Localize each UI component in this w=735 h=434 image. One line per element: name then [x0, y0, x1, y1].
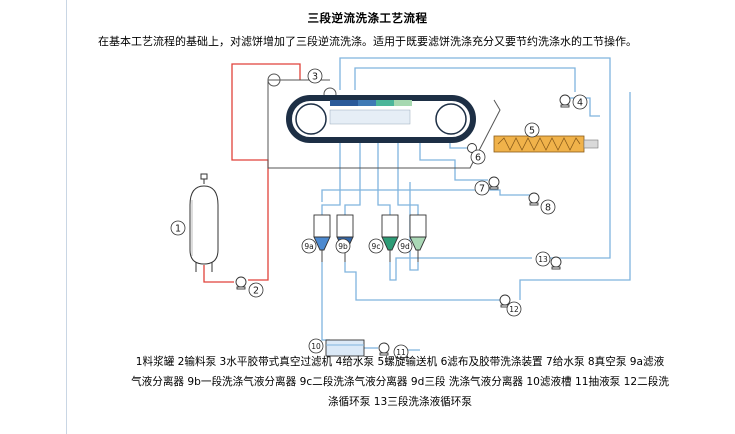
pipe-sep-a [321, 128, 341, 215]
pipe-sep-b [344, 128, 361, 215]
pump-7 [488, 176, 500, 190]
roller-left [267, 73, 281, 87]
pipe-a-down [321, 262, 330, 341]
pipe-top-inner [354, 67, 576, 92]
label-circle-3 [307, 68, 323, 84]
pipe-pump2-to-filter [231, 63, 301, 281]
legend-line-3: 涤循环泵 13三段洗涤液循环泵 [328, 396, 472, 408]
screw-conveyor [493, 135, 599, 153]
legend-line-1: 1料浆罐 2输料泵 3水平胶带式真空过滤机 4给水泵 5螺旋输送机 6滤布及胶带… [135, 356, 665, 368]
label-circle-11 [393, 344, 409, 360]
label-2: 2 [253, 286, 259, 297]
label-10: 10 [311, 342, 321, 351]
pump-11 [378, 342, 390, 356]
filter-frame [267, 73, 501, 169]
separator-9b [336, 214, 354, 262]
label-9b: 9b [338, 242, 348, 251]
page-subtitle: 在基本工艺流程的基础上，对滤饼增加了三段逆流洗涤。适用于既要滤饼洗涤充分又要节约… [98, 35, 637, 48]
label-13: 13 [538, 255, 548, 264]
label-3: 3 [312, 72, 318, 83]
pipe-b-down [344, 262, 500, 301]
pipe-sep-d [397, 128, 419, 215]
label-4: 4 [577, 98, 583, 109]
label-circle-1 [170, 220, 186, 236]
label-circle-9c [368, 238, 384, 254]
label-5: 5 [529, 126, 535, 137]
belt-filter [286, 95, 476, 143]
label-circle-7 [474, 180, 490, 196]
label-circle-9a [301, 238, 317, 254]
separators [313, 214, 427, 262]
pump-6 [467, 143, 477, 153]
separator-9a [313, 214, 331, 262]
label-12: 12 [509, 305, 519, 314]
filtrate-tank [325, 339, 365, 357]
number-texts: 1 2 3 4 5 6 7 8 9a 9b 9c 9d 10 11 12 13 [175, 72, 583, 358]
frame-left [267, 80, 300, 169]
label-circle-9d [397, 238, 413, 254]
label-6: 6 [475, 153, 481, 164]
label-circle-10 [308, 338, 324, 354]
pump-12 [499, 294, 511, 308]
label-9d: 9d [400, 242, 410, 251]
label-circle-4 [572, 94, 588, 110]
label-circle-6 [470, 149, 486, 165]
red-pipes [203, 63, 301, 283]
label-9c: 9c [372, 242, 381, 251]
label-9a: 9a [304, 242, 313, 251]
label-circle-2 [248, 282, 264, 298]
pump-2 [235, 276, 247, 290]
pipe-sep-c [377, 128, 391, 215]
frame-right [300, 99, 501, 169]
separator-9c [381, 214, 399, 262]
page-title: 三段逆流洗涤工艺流程 [307, 11, 428, 25]
label-circle-13 [535, 251, 551, 267]
equipment-legend: 1料浆罐 2输料泵 3水平胶带式真空过滤机 4给水泵 5螺旋输送机 6滤布及胶带… [80, 352, 720, 412]
label-circle-8 [540, 199, 556, 215]
pipe-top-outer [339, 57, 611, 170]
label-circle-12 [506, 301, 522, 317]
label-8: 8 [545, 203, 551, 214]
label-circle-5 [524, 122, 540, 138]
separator-9d [409, 214, 427, 262]
panel-left-border [66, 0, 67, 434]
pipe-tank-to-pump2 [203, 265, 234, 283]
pipe-c-down [389, 257, 532, 281]
pump-8 [528, 192, 540, 206]
pipe-right-13 [548, 170, 611, 259]
pipe-right-12 [519, 92, 631, 300]
legend-line-2: 气液分离器 9b一段洗涤气液分离器 9c二段洗涤气液分离器 9d三段 洗涤气液分… [131, 376, 669, 388]
pipe-vac [321, 189, 530, 202]
pump-13 [550, 256, 562, 270]
number-labels [170, 68, 588, 360]
label-1: 1 [175, 224, 181, 235]
label-11: 11 [396, 348, 406, 357]
pipe-pump7 [419, 128, 488, 181]
label-circle-9b [335, 238, 351, 254]
slurry-tank [189, 173, 219, 272]
pump-4 [559, 94, 571, 108]
label-7: 7 [479, 184, 485, 195]
pumps [235, 94, 571, 356]
